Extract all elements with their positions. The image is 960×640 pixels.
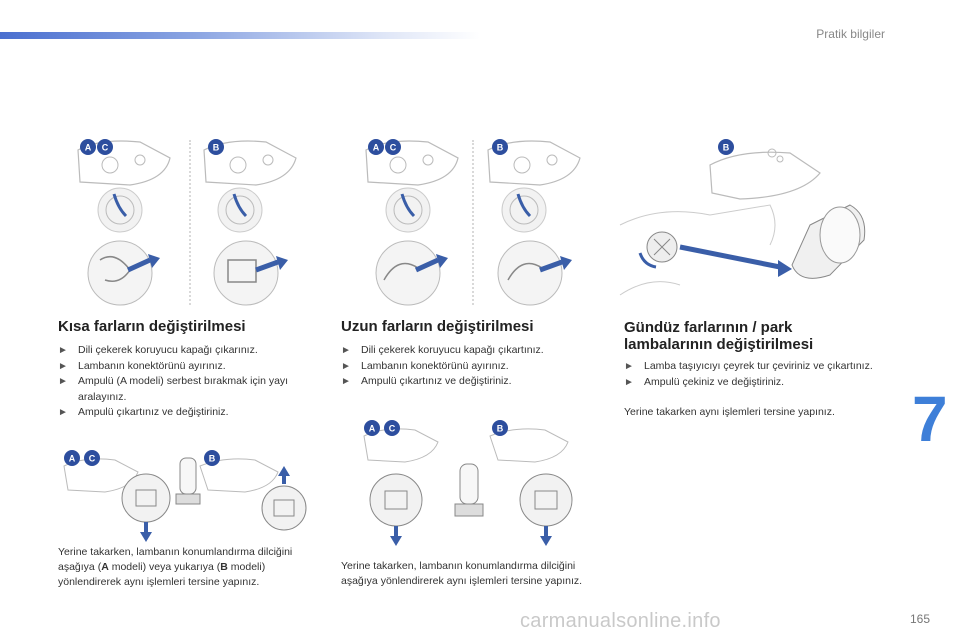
chapter-number: 7 <box>912 383 948 455</box>
bullet-arrow-icon: ► <box>341 345 351 356</box>
bullet-arrow-icon: ► <box>58 345 68 356</box>
badge-b-label: B <box>723 143 730 153</box>
high-beam-bulb-illustration: A C B <box>363 420 573 546</box>
badge-a-label: A <box>85 143 92 153</box>
svg-text:C: C <box>389 424 396 434</box>
high-beam-step: ►Lambanın konektörünü ayırınız. <box>341 359 591 375</box>
high-beam-ac-illustration: A C <box>365 139 459 306</box>
section-title: Pratik bilgiler <box>816 27 885 41</box>
badge-c <box>97 139 113 155</box>
low-beam-note: Yerine takarken, lambanın konumlandırma … <box>58 546 293 588</box>
daytime-lamp-step: ►Ampulü çekiniz ve değiştiriniz. <box>624 375 874 391</box>
daytime-lamp-illustration: B <box>619 139 866 296</box>
bullet-arrow-icon: ► <box>341 360 351 372</box>
page-number: 165 <box>909 612 930 626</box>
high-beam-note: Yerine takarken, lambanın konumlandırma … <box>341 560 583 587</box>
daytime-lamp-title: Gündüz farlarının / park lambalarının de… <box>624 319 814 353</box>
svg-text:A: A <box>369 424 376 434</box>
low-beam-b-illustration: B <box>203 139 297 306</box>
header-accent-bar <box>0 32 480 39</box>
low-beam-step: ►Ampulü (A modeli) serbest bırakmak için… <box>58 375 289 403</box>
bullet-arrow-icon: ► <box>341 376 351 387</box>
svg-text:B: B <box>209 454 216 464</box>
daytime-lamp-step: ►Lamba taşıyıcıyı çeyrek tur çeviriniz v… <box>624 359 874 375</box>
low-beam-step: ►Ampulü çıkartınız ve değiştiriniz. <box>58 405 308 421</box>
low-beam-step: ►Dili çekerek koruyucu kapağı çıkarınız. <box>58 343 308 359</box>
badge-b-label: B <box>213 143 220 153</box>
badge-c-label: C <box>390 143 397 153</box>
daytime-lamp-note: Yerine takarken aynı işlemleri tersine y… <box>624 406 835 418</box>
svg-text:B: B <box>497 424 504 434</box>
svg-text:A: A <box>69 454 76 464</box>
badge-b <box>208 139 224 155</box>
badge-a-label: A <box>373 143 380 153</box>
bullet-arrow-icon: ► <box>624 376 634 388</box>
low-beam-title: Kısa farların değiştirilmesi <box>58 318 246 335</box>
illustration-divider <box>472 140 474 305</box>
high-beam-step: ►Dili çekerek koruyucu kapağı çıkartınız… <box>341 343 591 359</box>
low-beam-steps: ►Dili çekerek koruyucu kapağı çıkarınız.… <box>58 343 308 421</box>
badge-b-label: B <box>497 143 504 153</box>
chapter-tab: 7 <box>912 383 960 455</box>
low-beam-bulb-illustration: A C B <box>63 450 307 542</box>
high-beam-title: Uzun farların değiştirilmesi <box>341 318 534 335</box>
badge-c-label: C <box>102 143 109 153</box>
high-beam-step: ►Ampulü çıkartınız ve değiştiriniz. <box>341 374 591 390</box>
low-beam-ac-illustration: A C <box>77 139 171 306</box>
bullet-arrow-icon: ► <box>624 361 634 372</box>
watermark: carmanualsonline.info <box>520 610 721 632</box>
high-beam-b-illustration: B <box>487 139 581 306</box>
daytime-lamp-steps: ►Lamba taşıyıcıyı çeyrek tur çeviriniz v… <box>624 359 874 390</box>
high-beam-steps: ►Dili çekerek koruyucu kapağı çıkartınız… <box>341 343 591 390</box>
svg-text:C: C <box>89 454 96 464</box>
bullet-arrow-icon: ► <box>58 407 68 418</box>
badge-a <box>80 139 96 155</box>
bullet-arrow-icon: ► <box>58 360 68 372</box>
illustration-divider <box>189 140 191 305</box>
low-beam-step: ►Lambanın konektörünü ayırınız. <box>58 359 308 375</box>
bullet-arrow-icon: ► <box>58 376 68 387</box>
